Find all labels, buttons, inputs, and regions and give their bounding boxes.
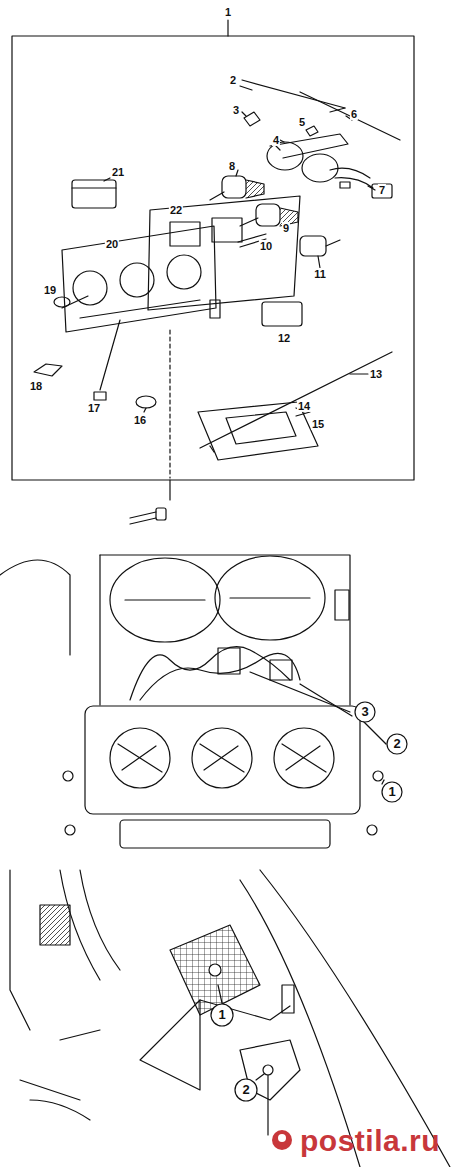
callout-number: 19: [43, 284, 57, 296]
callout-number: 7: [378, 184, 386, 196]
callout-number: 2: [241, 1083, 250, 1097]
callout-number: 20: [105, 238, 119, 250]
callout-number: 5: [298, 116, 306, 128]
callout-number: 2: [392, 737, 401, 751]
callout-number: 1: [224, 6, 232, 18]
callout-number: 9: [282, 222, 290, 234]
callout-number: 17: [87, 402, 101, 414]
callout-number: 8: [228, 160, 236, 172]
callout-number: 14: [297, 400, 311, 412]
callout-number: 10: [259, 240, 273, 252]
callout-number: 2: [229, 74, 237, 86]
callout-number: 6: [350, 108, 358, 120]
callout-number: 1: [387, 785, 396, 799]
callout-number: 18: [29, 380, 43, 392]
callout-number: 3: [360, 705, 369, 719]
callout-number: 15: [311, 418, 325, 430]
callout-number: 21: [111, 166, 125, 178]
callout-number: 22: [169, 204, 183, 216]
callout-number: 11: [313, 268, 327, 280]
callout-number: 13: [369, 368, 383, 380]
callout-number: 4: [272, 134, 280, 146]
callout-number: 12: [277, 332, 291, 344]
callout-number: 1: [217, 1008, 226, 1022]
callout-number: 3: [232, 104, 240, 116]
watermark: postila.ru: [299, 1124, 441, 1157]
callout-number: 16: [133, 414, 147, 426]
